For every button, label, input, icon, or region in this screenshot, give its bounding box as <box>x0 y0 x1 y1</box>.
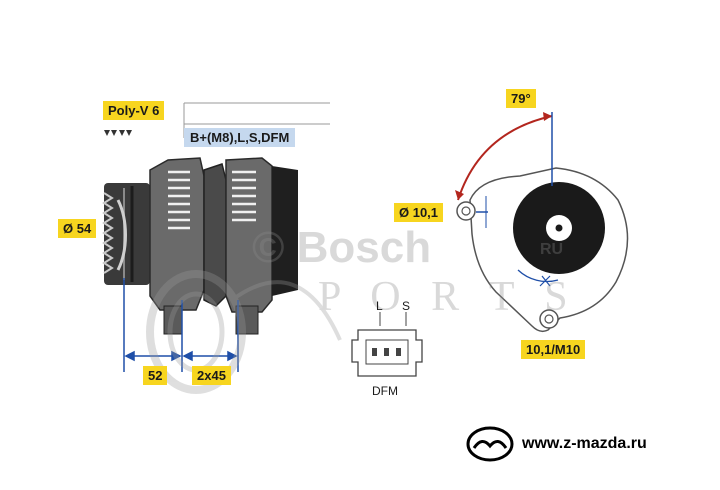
connector-plug <box>351 312 423 377</box>
site-url[interactable]: www.z-mazda.ru <box>522 435 647 452</box>
mount-hole-label: 10,1/M10 <box>521 340 586 359</box>
terminals-label: B+(M8),L,S,DFM <box>184 128 296 147</box>
pulley <box>102 183 150 285</box>
dimension-2x45-label: 2x45 <box>192 366 231 385</box>
alternator-rear-view <box>455 112 629 333</box>
watermark-ports: P O R T S <box>318 274 578 320</box>
vent-ribs-rear <box>232 170 256 222</box>
plug-dfm-label: DFM <box>372 384 398 398</box>
pulley-diameter-label: Ø 54 <box>58 219 97 238</box>
plug-pin-s-label: S <box>402 299 411 313</box>
watermark-brand-ru: RU <box>540 241 563 258</box>
mazda-logo-icon <box>466 426 514 462</box>
belt-type-label: Poly-V 6 <box>103 101 165 120</box>
belt-profile-icon <box>104 130 132 136</box>
vent-ribs-front <box>168 170 190 230</box>
alternator-side-view <box>102 157 298 335</box>
plug-pin-l-label: L <box>376 299 383 313</box>
hole-diameter-label: Ø 10,1 <box>394 203 444 222</box>
watermark-brand: © Bosch <box>252 223 431 272</box>
dimension-52-label: 52 <box>143 366 168 385</box>
dimension-lines <box>123 278 239 372</box>
angle-label: 79° <box>506 89 536 108</box>
watermark: © Bosch RU P O R T S <box>146 223 578 394</box>
